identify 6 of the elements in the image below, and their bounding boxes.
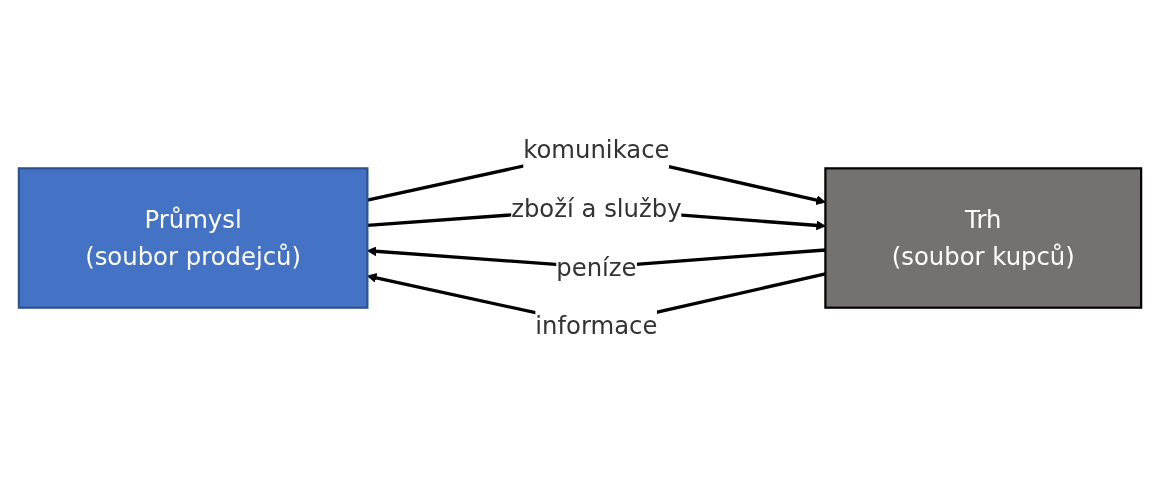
node-box: Trh (soubor kupců) — [824, 167, 1143, 310]
edge-label: informace — [535, 312, 658, 341]
node-box: Průmysl (soubor prodejců) — [17, 167, 369, 310]
edge-label: zboží a služby — [511, 195, 682, 224]
edge-label: komunikace — [523, 136, 670, 165]
edge-label: peníze — [556, 253, 637, 282]
